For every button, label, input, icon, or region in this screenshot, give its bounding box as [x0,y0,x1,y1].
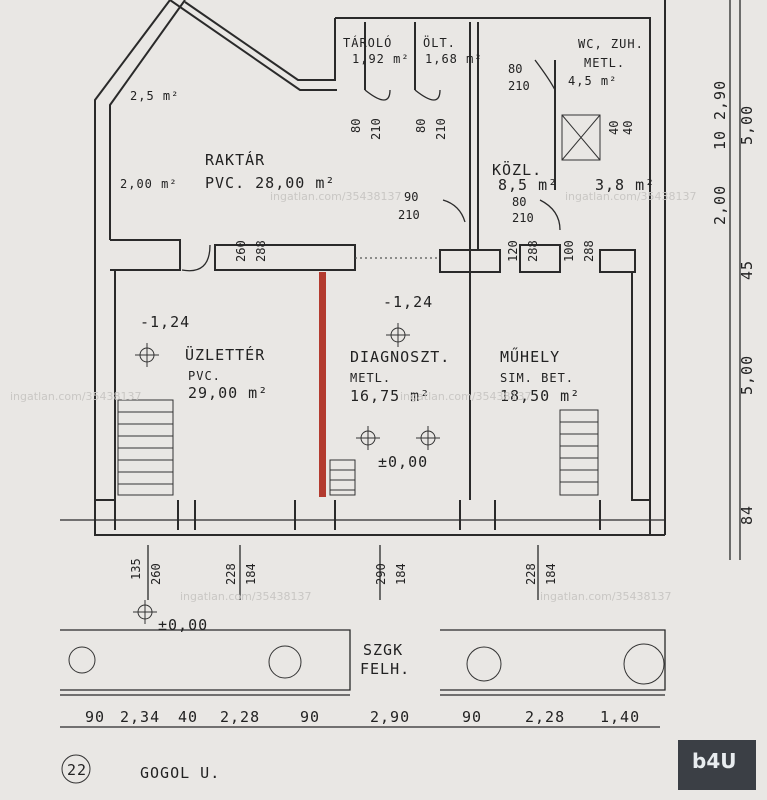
bottom-dim-3: 2,28 [220,708,260,726]
room-wc-name: WC, ZUH. [578,37,644,51]
window-w3-a: 290 [374,563,388,585]
opening-o2-w: 120 [506,240,520,262]
window-w4-a: 228 [524,563,538,585]
door-d6-w: 40 [607,121,621,135]
tree-icon [268,645,302,679]
window-w1-a: 135 [129,558,143,580]
right-dim-2: 5,00 [738,105,756,145]
room-wc-finish: METL. [584,56,625,70]
room-olt-name: ÖLT. [423,34,456,50]
room-muhely-name: MŰHELY [500,346,560,366]
street-name: GOGOL U. [140,764,220,782]
door-d3-h: 210 [508,79,530,93]
room-muhely-finish: SIM. BET. [500,371,574,385]
opening-o2-h: 288 [526,240,540,262]
watermark: ingatlan.com/35438137 [180,590,312,603]
level-diagnoszt: -1,24 [383,293,433,311]
bottom-dim-8: 1,40 [600,708,640,726]
room-diagnoszt-finish: METL. [350,371,391,385]
door-d2-w: 80 [414,119,428,133]
right-dim-6: 84 [738,505,756,525]
door-d4-w: 90 [404,190,418,204]
sidewalk-label-2: FELH. [360,660,410,678]
bottom-dim-0: 90 [85,708,105,726]
room-side-area: 3,8 m² [595,176,655,194]
room-raktar-name: RAKTÁR [205,150,265,169]
bottom-dim-6: 90 [462,708,482,726]
opening-o1-h: 288 [254,240,268,262]
opening-o3-w: 100 [562,240,576,262]
dimension-lines [60,0,741,728]
watermark: ingatlan.com/35438137 [565,190,697,203]
level-street: ±0,00 [158,616,208,634]
tree-icon [68,646,96,674]
walls [60,0,666,536]
street-number: 22 [67,761,87,779]
door-d1-w: 80 [349,119,363,133]
room-uzletter-finish: PVC. [188,369,221,383]
right-dim-1: 10 [711,130,729,150]
level-diag-floor: ±0,00 [378,453,428,471]
door-d4-h: 210 [398,208,420,222]
room-diagnoszt-area: 16,75 m² [350,387,430,405]
watermark: ingatlan.com/35438137 [540,590,672,603]
bottom-dimensions: 90 2,34 40 2,28 90 2,90 90 2,28 1,40 [85,708,640,726]
watermark: ingatlan.com/35438137 [400,390,532,403]
stairs [117,114,601,496]
level-uzletter: -1,24 [140,313,190,331]
bottom-dim-7: 2,28 [525,708,565,726]
room-wc-area: 4,5 m² [568,74,617,88]
door-d6-h: 40 [621,121,635,135]
right-dim-5: 5,00 [738,355,756,395]
window-dimensions: 135 260 228 184 290 184 228 184 [129,558,558,585]
room-tarolo-area: 1,92 m² [352,52,410,66]
bottom-dim-4: 90 [300,708,320,726]
door-d5-w: 80 [512,195,526,209]
room-tarolo-name: TÁROLÓ [343,35,392,50]
watermark: ingatlan.com/35438137 [270,190,402,203]
door-d3-w: 80 [508,62,522,76]
opening-o3-h: 288 [582,240,596,262]
door-d1-h: 210 [369,118,383,140]
red-partition [319,272,326,497]
window-w2-b: 184 [244,563,258,585]
right-dimensions: 2,90 10 5,00 2,00 45 5,00 84 [711,80,756,525]
window-w3-b: 184 [394,563,408,585]
street-number-circle [61,754,91,784]
window-w4-b: 184 [544,563,558,585]
window-w2-a: 228 [224,563,238,585]
logo-text: b4U [692,749,737,773]
door-d5-h: 210 [512,211,534,225]
room-raktar-area: PVC. 28,00 m² [205,174,335,192]
opening-o1-w: 260 [234,240,248,262]
right-dim-3: 2,00 [711,185,729,225]
bottom-dim-1: 2,34 [120,708,160,726]
room-uzletter-name: ÜZLETTÉR [185,345,265,364]
tree-icon [623,643,665,685]
room-diagnoszt-name: DIAGNOSZT. [350,348,450,366]
bottom-dim-5: 2,90 [370,708,410,726]
bottom-dim-2: 40 [178,708,198,726]
sidewalk [60,629,666,696]
level-markers [133,323,440,624]
room-kozl-name: KÖZL. [492,160,542,179]
door-d2-h: 210 [434,118,448,140]
kitchen-area-b: 2,00 m² [120,177,178,191]
tree-icon [466,646,502,682]
watermark: ingatlan.com/35438137 [10,390,142,403]
room-kozl-area: 8,5 m² [498,176,558,194]
door-dimensions: 80 210 80 210 80 210 90 210 80 210 40 40… [234,62,635,262]
window-w1-b: 260 [149,563,163,585]
right-dim-0: 2,90 [711,80,729,120]
room-uzletter-area: 29,00 m² [188,384,268,402]
b4u-logo: b4U [678,740,756,790]
right-dim-4: 45 [738,260,756,280]
kitchen-area-a: 2,5 m² [130,89,179,103]
sidewalk-label-1: SZGK [363,641,403,659]
room-muhely-area: 18,50 m² [500,387,580,405]
room-olt-area: 1,68 m² [425,52,483,66]
